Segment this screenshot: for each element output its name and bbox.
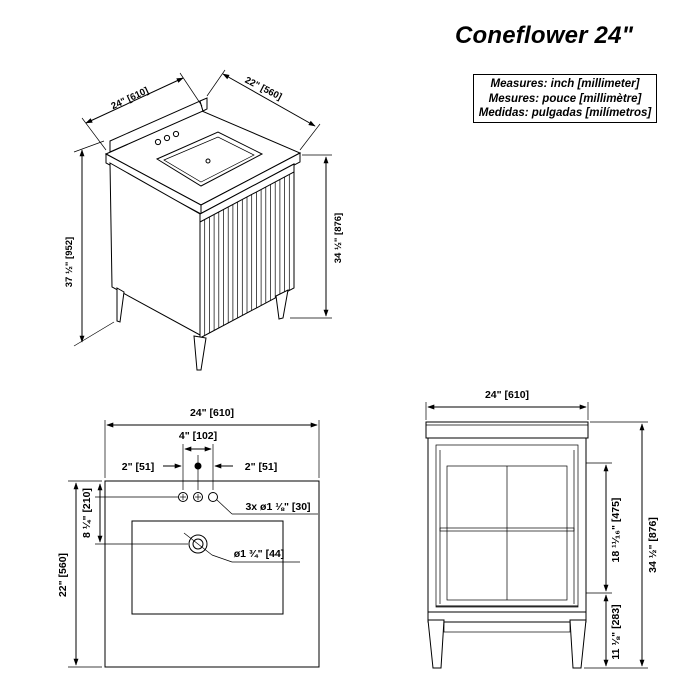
- front-height-label: 34 ½" [876]: [647, 517, 659, 573]
- top-hole-depth-label: 8 ¼" [210]: [81, 488, 93, 538]
- front-leg-right: [569, 619, 587, 669]
- iso-drain: [205, 158, 211, 164]
- iso-total-height-label: 37 ½" [952]: [64, 237, 75, 287]
- front-width-label: 24" [610]: [485, 389, 529, 401]
- top-drain-label: ø1 ¾" [44]: [234, 548, 285, 560]
- top-hole-spread-label: 4" [102]: [179, 430, 217, 442]
- top-left-offset-label: 2" [51]: [122, 461, 154, 473]
- top-depth-label: 22" [560]: [57, 553, 69, 597]
- product-title: Coneflower 24": [455, 22, 634, 49]
- iso-leg-front-left: [193, 335, 207, 371]
- units-english: Measures: inch [millimeter]: [490, 78, 640, 90]
- iso-leg-back-left: [116, 287, 125, 323]
- top-right-offset-label: 2" [51]: [245, 461, 277, 473]
- units-french: Mesures: pouce [millimètre]: [488, 92, 642, 105]
- iso-leg-front-right: [275, 289, 289, 320]
- front-leg-left: [427, 619, 445, 669]
- iso-cabinet-height-label: 34 ½" [876]: [333, 213, 344, 263]
- front-bottom-rail: [427, 611, 587, 623]
- top-sink-basin: [131, 520, 284, 615]
- front-view: 24" [610] 34 ½" [876] 18 ¹¹⁄₁₆" [475] 11…: [425, 389, 659, 669]
- iso-fluted-door: [204, 174, 290, 336]
- top-width-label: 24" [610]: [190, 407, 234, 419]
- front-lower-label: 11 ⅛" [283]: [610, 604, 622, 659]
- units-spanish: Medidas: pulgadas [milímetros]: [478, 107, 652, 119]
- isometric-view: 24" [610] 22" [560] 37 ½" [952] 34 ½" [8…: [64, 69, 344, 371]
- top-holes-label: 3x ø1 ⅛" [30]: [245, 501, 310, 513]
- iso-width-label: 24" [610]: [110, 85, 151, 112]
- front-countertop: [425, 421, 589, 439]
- units-legend: Measures: inch [millimeter] Mesures: pou…: [473, 74, 657, 123]
- front-upper-label: 18 ¹¹⁄₁₆" [475]: [610, 498, 622, 563]
- top-drain: [188, 534, 208, 554]
- top-view: 24" [610] 4" [102] 2" [51] 2" [51] 3x ø1…: [57, 407, 320, 668]
- top-hole-right: [208, 492, 218, 502]
